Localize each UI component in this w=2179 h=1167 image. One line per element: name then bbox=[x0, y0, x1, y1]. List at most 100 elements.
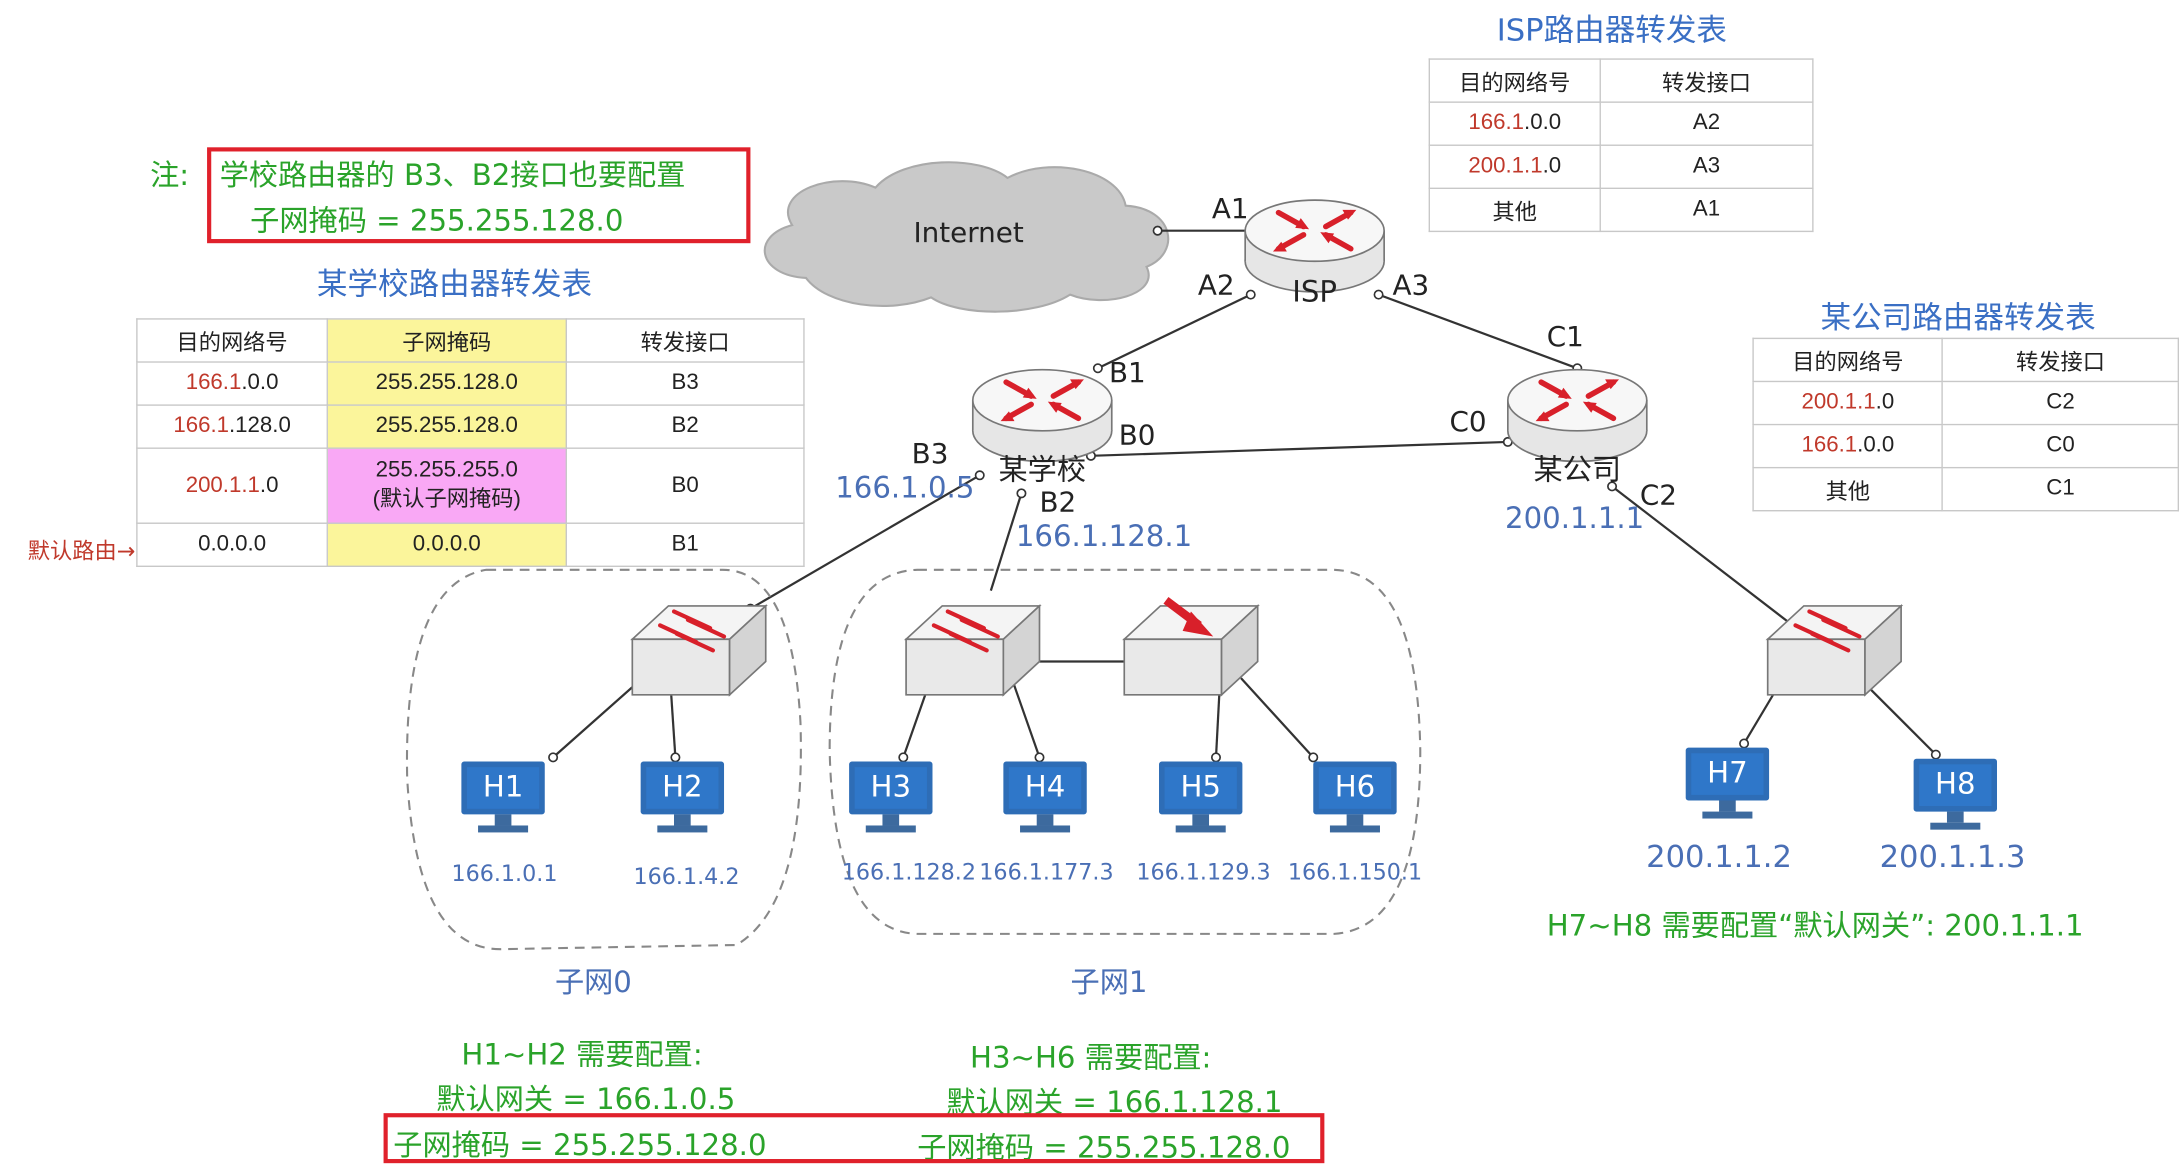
host-h5-label: H5 bbox=[1180, 769, 1221, 803]
internet-label: Internet bbox=[913, 216, 1023, 249]
table-row: 166.1.128.0 255.255.128.0 B2 bbox=[136, 404, 805, 449]
host-h4-label: H4 bbox=[1025, 769, 1066, 803]
school-r2-dest-net: 200.1.1 bbox=[185, 473, 260, 497]
ip-c2: 200.1.1.1 bbox=[1505, 501, 1644, 535]
internet-cloud: Internet bbox=[763, 161, 1170, 313]
subnet1-region bbox=[828, 568, 1422, 935]
company-router-label: 某公司 bbox=[1534, 452, 1622, 486]
h3h6-config-mask: 子网掩码 = 255.255.128.0 bbox=[917, 1131, 1291, 1165]
note-line1: 学校路由器的 B3、B2接口也要配置 bbox=[219, 158, 686, 192]
company-r0-iface: C2 bbox=[1941, 380, 2179, 426]
mask-highlight-box bbox=[383, 1113, 1325, 1164]
company-r0-dest-net: 200.1.1 bbox=[1801, 390, 1876, 415]
subnet0-label: 子网0 bbox=[555, 965, 632, 999]
host-h5-ip: 166.1.129.3 bbox=[1136, 860, 1270, 886]
isp-r1-dest-net: 200.1.1 bbox=[1468, 154, 1543, 178]
table-row: 其他 A1 bbox=[1428, 187, 1814, 233]
company-th-iface: 转发接口 bbox=[1941, 337, 2179, 383]
table-row: 0.0.0.0 0.0.0.0 B1 bbox=[136, 522, 805, 567]
isp-r0-dest-rest: .0.0 bbox=[1524, 111, 1562, 135]
company-r1-dest-net: 166.1 bbox=[1801, 433, 1858, 458]
port-a2: A2 bbox=[1198, 269, 1235, 302]
host-h6-label: H6 bbox=[1335, 769, 1376, 803]
company-router bbox=[1508, 370, 1647, 462]
school-r2-mask-note: (默认子网掩码) bbox=[372, 487, 521, 511]
note-prefix: 注: bbox=[150, 158, 190, 192]
port-c0: C0 bbox=[1449, 405, 1486, 438]
host-h3-label: H3 bbox=[871, 769, 912, 803]
host-h3-ip: 166.1.128.2 bbox=[842, 860, 976, 886]
isp-r2-iface: A1 bbox=[1599, 187, 1814, 233]
company-r0-dest-rest: .0 bbox=[1875, 390, 1895, 415]
isp-r1-iface: A3 bbox=[1599, 144, 1814, 189]
host-h7-ip: 200.1.1.2 bbox=[1646, 840, 1792, 875]
school-r0-dest-rest: .0.0 bbox=[241, 371, 279, 395]
isp-router-label: ISP bbox=[1292, 275, 1337, 309]
isp-r0-iface: A2 bbox=[1599, 101, 1814, 146]
school-r1-dest-rest: .128.0 bbox=[228, 414, 291, 438]
school-r2-mask: 255.255.255.0 bbox=[375, 458, 518, 482]
ip-b2: 166.1.128.1 bbox=[1016, 519, 1192, 553]
school-r1-mask: 255.255.128.0 bbox=[326, 404, 567, 449]
table-row: 200.1.1.0 255.255.255.0 (默认子网掩码) B0 bbox=[136, 447, 805, 524]
isp-forwarding-table: 目的网络号 转发接口 166.1.0.0 A2 200.1.1.0 A3 其他 … bbox=[1428, 58, 1814, 233]
switch-company bbox=[1768, 606, 1901, 695]
isp-r0-dest-net: 166.1 bbox=[1468, 111, 1525, 135]
ip-b3: 166.1.0.5 bbox=[835, 471, 974, 505]
table-row: 166.1.0.0 A2 bbox=[1428, 101, 1814, 146]
school-router bbox=[973, 370, 1112, 462]
company-r1-dest-rest: .0.0 bbox=[1857, 433, 1895, 458]
port-a1: A1 bbox=[1212, 192, 1249, 225]
switch-subnet0 bbox=[632, 606, 765, 695]
port-a3: A3 bbox=[1392, 269, 1429, 302]
school-th-dest: 目的网络号 bbox=[136, 318, 328, 363]
school-r1-iface: B2 bbox=[565, 404, 805, 449]
subnet0-region bbox=[405, 568, 802, 951]
school-router-label: 某学校 bbox=[999, 452, 1087, 486]
school-r1-dest-net: 166.1 bbox=[173, 414, 229, 438]
school-th-mask: 子网掩码 bbox=[326, 318, 567, 363]
company-table-title: 某公司路由器转发表 bbox=[1820, 301, 2096, 337]
host-h1-label: H1 bbox=[483, 769, 523, 803]
host-h6-ip: 166.1.150.1 bbox=[1288, 860, 1422, 886]
port-c2: C2 bbox=[1640, 478, 1677, 511]
h3h6-config-title: H3~H6 需要配置: bbox=[970, 1040, 1212, 1075]
port-b0: B0 bbox=[1119, 419, 1156, 452]
school-r0-dest-net: 166.1 bbox=[185, 371, 242, 395]
port-b1: B1 bbox=[1109, 356, 1146, 389]
note-highlight-box bbox=[207, 147, 751, 244]
port-b3: B3 bbox=[912, 437, 949, 470]
links bbox=[552, 229, 1937, 759]
company-forwarding-table: 目的网络号 转发接口 200.1.1.0 C2 166.1.0.0 C0 其他 … bbox=[1752, 337, 2179, 512]
switch-subnet1-b bbox=[1122, 597, 1260, 697]
school-th-iface: 转发接口 bbox=[565, 318, 805, 363]
host-h2-label: H2 bbox=[662, 769, 703, 803]
switch-subnet1-a bbox=[906, 606, 1039, 695]
school-r0-iface: B3 bbox=[565, 361, 805, 406]
company-r2-dest: 其他 bbox=[1752, 466, 1944, 512]
isp-r2-dest: 其他 bbox=[1428, 187, 1601, 233]
port-b2: B2 bbox=[1039, 485, 1076, 518]
h1h2-config-title: H1~H2 需要配置: bbox=[461, 1038, 703, 1072]
isp-table-title: ISP路由器转发表 bbox=[1496, 13, 1728, 49]
default-route-label: 默认路由→ bbox=[27, 537, 136, 565]
host-h1-ip: 166.1.0.1 bbox=[451, 861, 557, 887]
school-table-title: 某学校路由器转发表 bbox=[316, 268, 593, 303]
school-r2-iface: B0 bbox=[565, 447, 805, 524]
h1h2-config-mask: 子网掩码 = 255.255.128.0 bbox=[393, 1128, 767, 1162]
h3h6-config-gateway: 默认网关 = 166.1.128.1 bbox=[946, 1085, 1283, 1119]
subnet1-label: 子网1 bbox=[1071, 965, 1148, 999]
table-row: 其他 C1 bbox=[1752, 466, 2179, 512]
table-row: 166.1.0.0 C0 bbox=[1752, 423, 2179, 469]
note-line2: 子网掩码 = 255.255.128.0 bbox=[250, 204, 624, 238]
school-r2-dest-rest: .0 bbox=[259, 473, 279, 497]
school-r0-mask: 255.255.128.0 bbox=[326, 361, 567, 406]
school-r3-mask: 0.0.0.0 bbox=[326, 522, 567, 567]
isp-th-iface: 转发接口 bbox=[1599, 58, 1814, 103]
school-r3-dest: 0.0.0.0 bbox=[136, 522, 328, 567]
h7h8-config: H7~H8 需要配置“默认网关”: 200.1.1.1 bbox=[1546, 908, 2084, 943]
company-th-dest: 目的网络号 bbox=[1752, 337, 1944, 383]
host-h7-label: H7 bbox=[1707, 755, 1748, 789]
